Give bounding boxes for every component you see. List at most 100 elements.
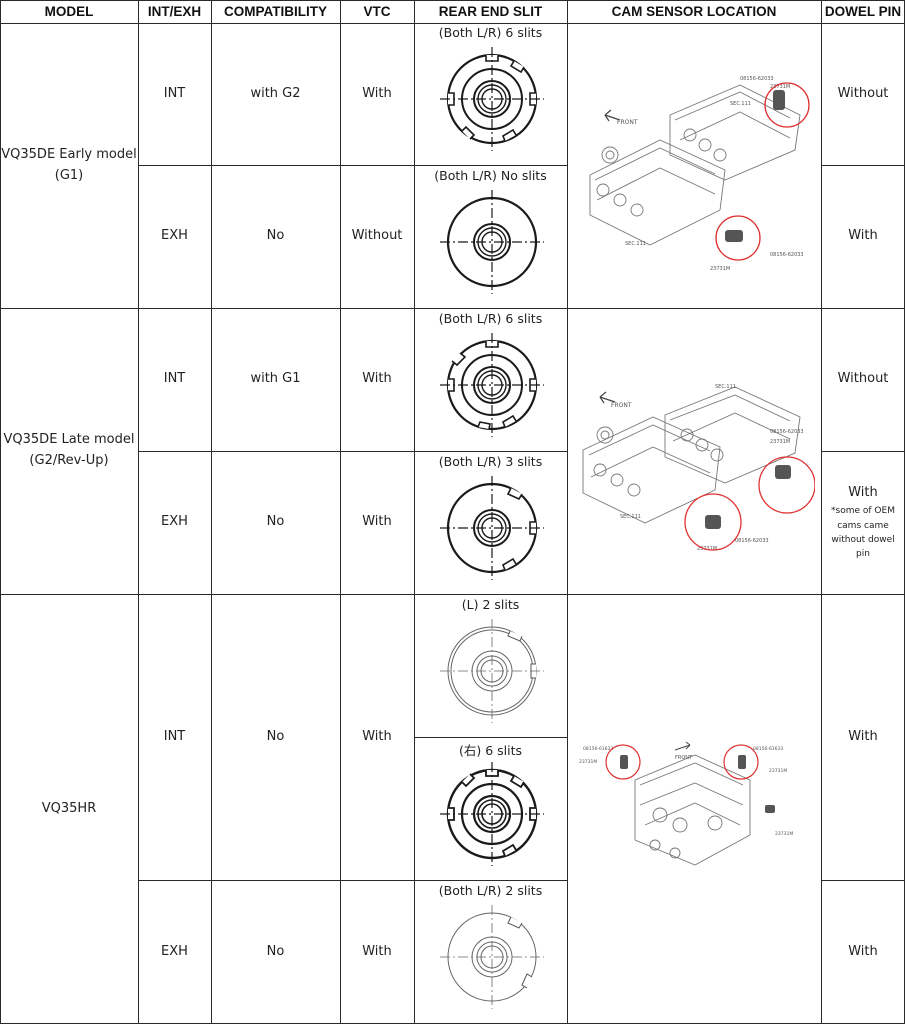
sensor-highlight-circle (764, 82, 810, 128)
cam-slit-diagram-2-slits (440, 619, 544, 723)
compatibility-cell: No (266, 514, 285, 530)
int-exh-cell: EXH (161, 943, 188, 959)
model-name: VQ35HR (41, 800, 97, 816)
header-cam-sensor-location: CAM SENSOR LOCATION (611, 3, 777, 19)
dowel-pin-value: With (848, 485, 878, 501)
grid-line (414, 737, 567, 738)
slit-caption: (Both L/R) 6 slits (438, 311, 543, 326)
slit-caption: (Both L/R) 3 slits (438, 454, 543, 469)
dowel-pin-cell: Without (837, 85, 889, 101)
model-cell-vq35hr: VQ35HR (0, 594, 138, 1024)
vtc-cell: With (362, 728, 392, 744)
bolt-number-label: 08156-62033 (770, 252, 804, 258)
model-name: VQ35DE Early model (1, 146, 137, 162)
grid-line (340, 0, 341, 1024)
grid-line (211, 0, 212, 1024)
grid-line (821, 165, 905, 166)
section-label: SEC.111 (620, 514, 641, 520)
dowel-pin-cell: With (848, 943, 878, 959)
header-int-exh: INT/EXH (147, 3, 202, 19)
slit-caption: (Both L/R) 6 slits (438, 25, 543, 40)
header-dowel-pin: DOWEL PIN (824, 3, 902, 19)
vtc-cell: With (362, 943, 392, 959)
compatibility-cell: with G1 (250, 371, 301, 387)
model-name: VQ35DE Late model (3, 432, 135, 448)
model-cell-g1: VQ35DE Early model (G1) (0, 23, 138, 308)
sensor-highlight-circle (723, 744, 759, 780)
compatibility-cell: with G2 (250, 85, 301, 101)
sensor-highlight-circle (684, 493, 742, 551)
grid-line (821, 451, 905, 452)
header-model: MODEL (44, 3, 94, 19)
part-number-label: 23731M (775, 831, 793, 837)
part-number-label: 23731M (770, 84, 790, 90)
part-number-label: 23731M (770, 439, 790, 445)
cam-sensor-location-diagram: FRONT 23731M 23731M 08156-61633 08156-61… (579, 741, 793, 866)
part-number-label: 23731M (710, 266, 730, 272)
header-compatibility: COMPATIBILITY (224, 3, 327, 19)
dowel-pin-note: *some of OEM cams came without dowel pin (831, 506, 895, 560)
compatibility-cell: No (266, 728, 285, 744)
cam-slit-diagram-6-slits (440, 762, 544, 866)
grid-line (0, 0, 905, 1)
model-code: (G2/Rev-Up) (29, 453, 109, 468)
slit-caption: (Both L/R) No slits (434, 168, 547, 183)
bolt-number-label: 08156-61633 (753, 746, 783, 752)
grid-line (138, 165, 567, 166)
cam-slit-diagram-2-slits (440, 905, 544, 1009)
sensor-highlight-circle (605, 744, 641, 780)
sensor-highlight-circle (715, 215, 761, 261)
slit-caption: (Both L/R) 2 slits (438, 883, 543, 898)
grid-line (0, 308, 905, 309)
int-exh-cell: INT (163, 85, 186, 101)
model-code: (G1) (54, 167, 84, 183)
grid-line (138, 0, 139, 1024)
int-exh-cell: INT (163, 371, 186, 387)
grid-line (138, 451, 567, 452)
front-label: FRONT (675, 755, 693, 761)
grid-line (0, 0, 1, 1024)
cam-sensor-location-diagram: FRONT SEC.111 SEC.111 23731M 23731M 0815… (589, 76, 810, 272)
bolt-number-label: 08156-62033 (735, 538, 769, 544)
int-exh-cell: EXH (161, 514, 188, 530)
compatibility-cell: No (266, 943, 285, 959)
grid-line (821, 0, 822, 1024)
section-label: SEC.111 (625, 241, 646, 247)
vtc-cell: With (362, 514, 392, 530)
vtc-cell: With (362, 371, 392, 387)
grid-line (138, 880, 567, 881)
cam-slit-diagram-6-slits (440, 47, 544, 151)
grid-line (414, 0, 415, 1024)
cam-slit-diagram-6-slits (440, 333, 544, 437)
bolt-number-label: 08156-62033 (740, 76, 774, 82)
header-rear-end-slit: REAR END SLIT (438, 3, 543, 19)
sensor-highlight-circle (758, 456, 815, 514)
slit-caption: (L) 2 slits (461, 597, 520, 612)
cam-slit-diagram-no-slits (440, 190, 544, 294)
bolt-number-label: 08156-62033 (770, 429, 804, 435)
section-label: SEC.111 (730, 101, 751, 107)
int-exh-cell: INT (163, 728, 186, 744)
grid-line (567, 0, 568, 1024)
part-number-label: 23731M (769, 768, 787, 774)
dowel-pin-cell: With (848, 228, 878, 244)
grid-line (0, 594, 905, 595)
section-label: SEC.111 (715, 384, 736, 390)
part-number-label: 23731M (579, 759, 597, 765)
grid-line (821, 880, 905, 881)
front-label: FRONT (611, 402, 632, 409)
cam-sensor-location-diagram: FRONT SEC.111 SEC.111 23731M 23731M 0815… (582, 384, 815, 552)
model-cell-g2: VQ35DE Late model (G2/Rev-Up) (0, 308, 138, 594)
slit-caption: (右) 6 slits (458, 743, 523, 758)
cam-slit-diagram-3-slits (440, 476, 544, 580)
bolt-number-label: 08156-61633 (583, 746, 613, 752)
front-label: FRONT (617, 119, 638, 126)
dowel-pin-cell: With (848, 728, 878, 744)
vtc-cell: Without (351, 228, 403, 244)
int-exh-cell: EXH (161, 228, 188, 244)
compatibility-cell: No (266, 228, 285, 244)
grid-line (0, 23, 905, 24)
dowel-pin-cell: Without (837, 371, 889, 387)
header-vtc: VTC (363, 3, 391, 19)
